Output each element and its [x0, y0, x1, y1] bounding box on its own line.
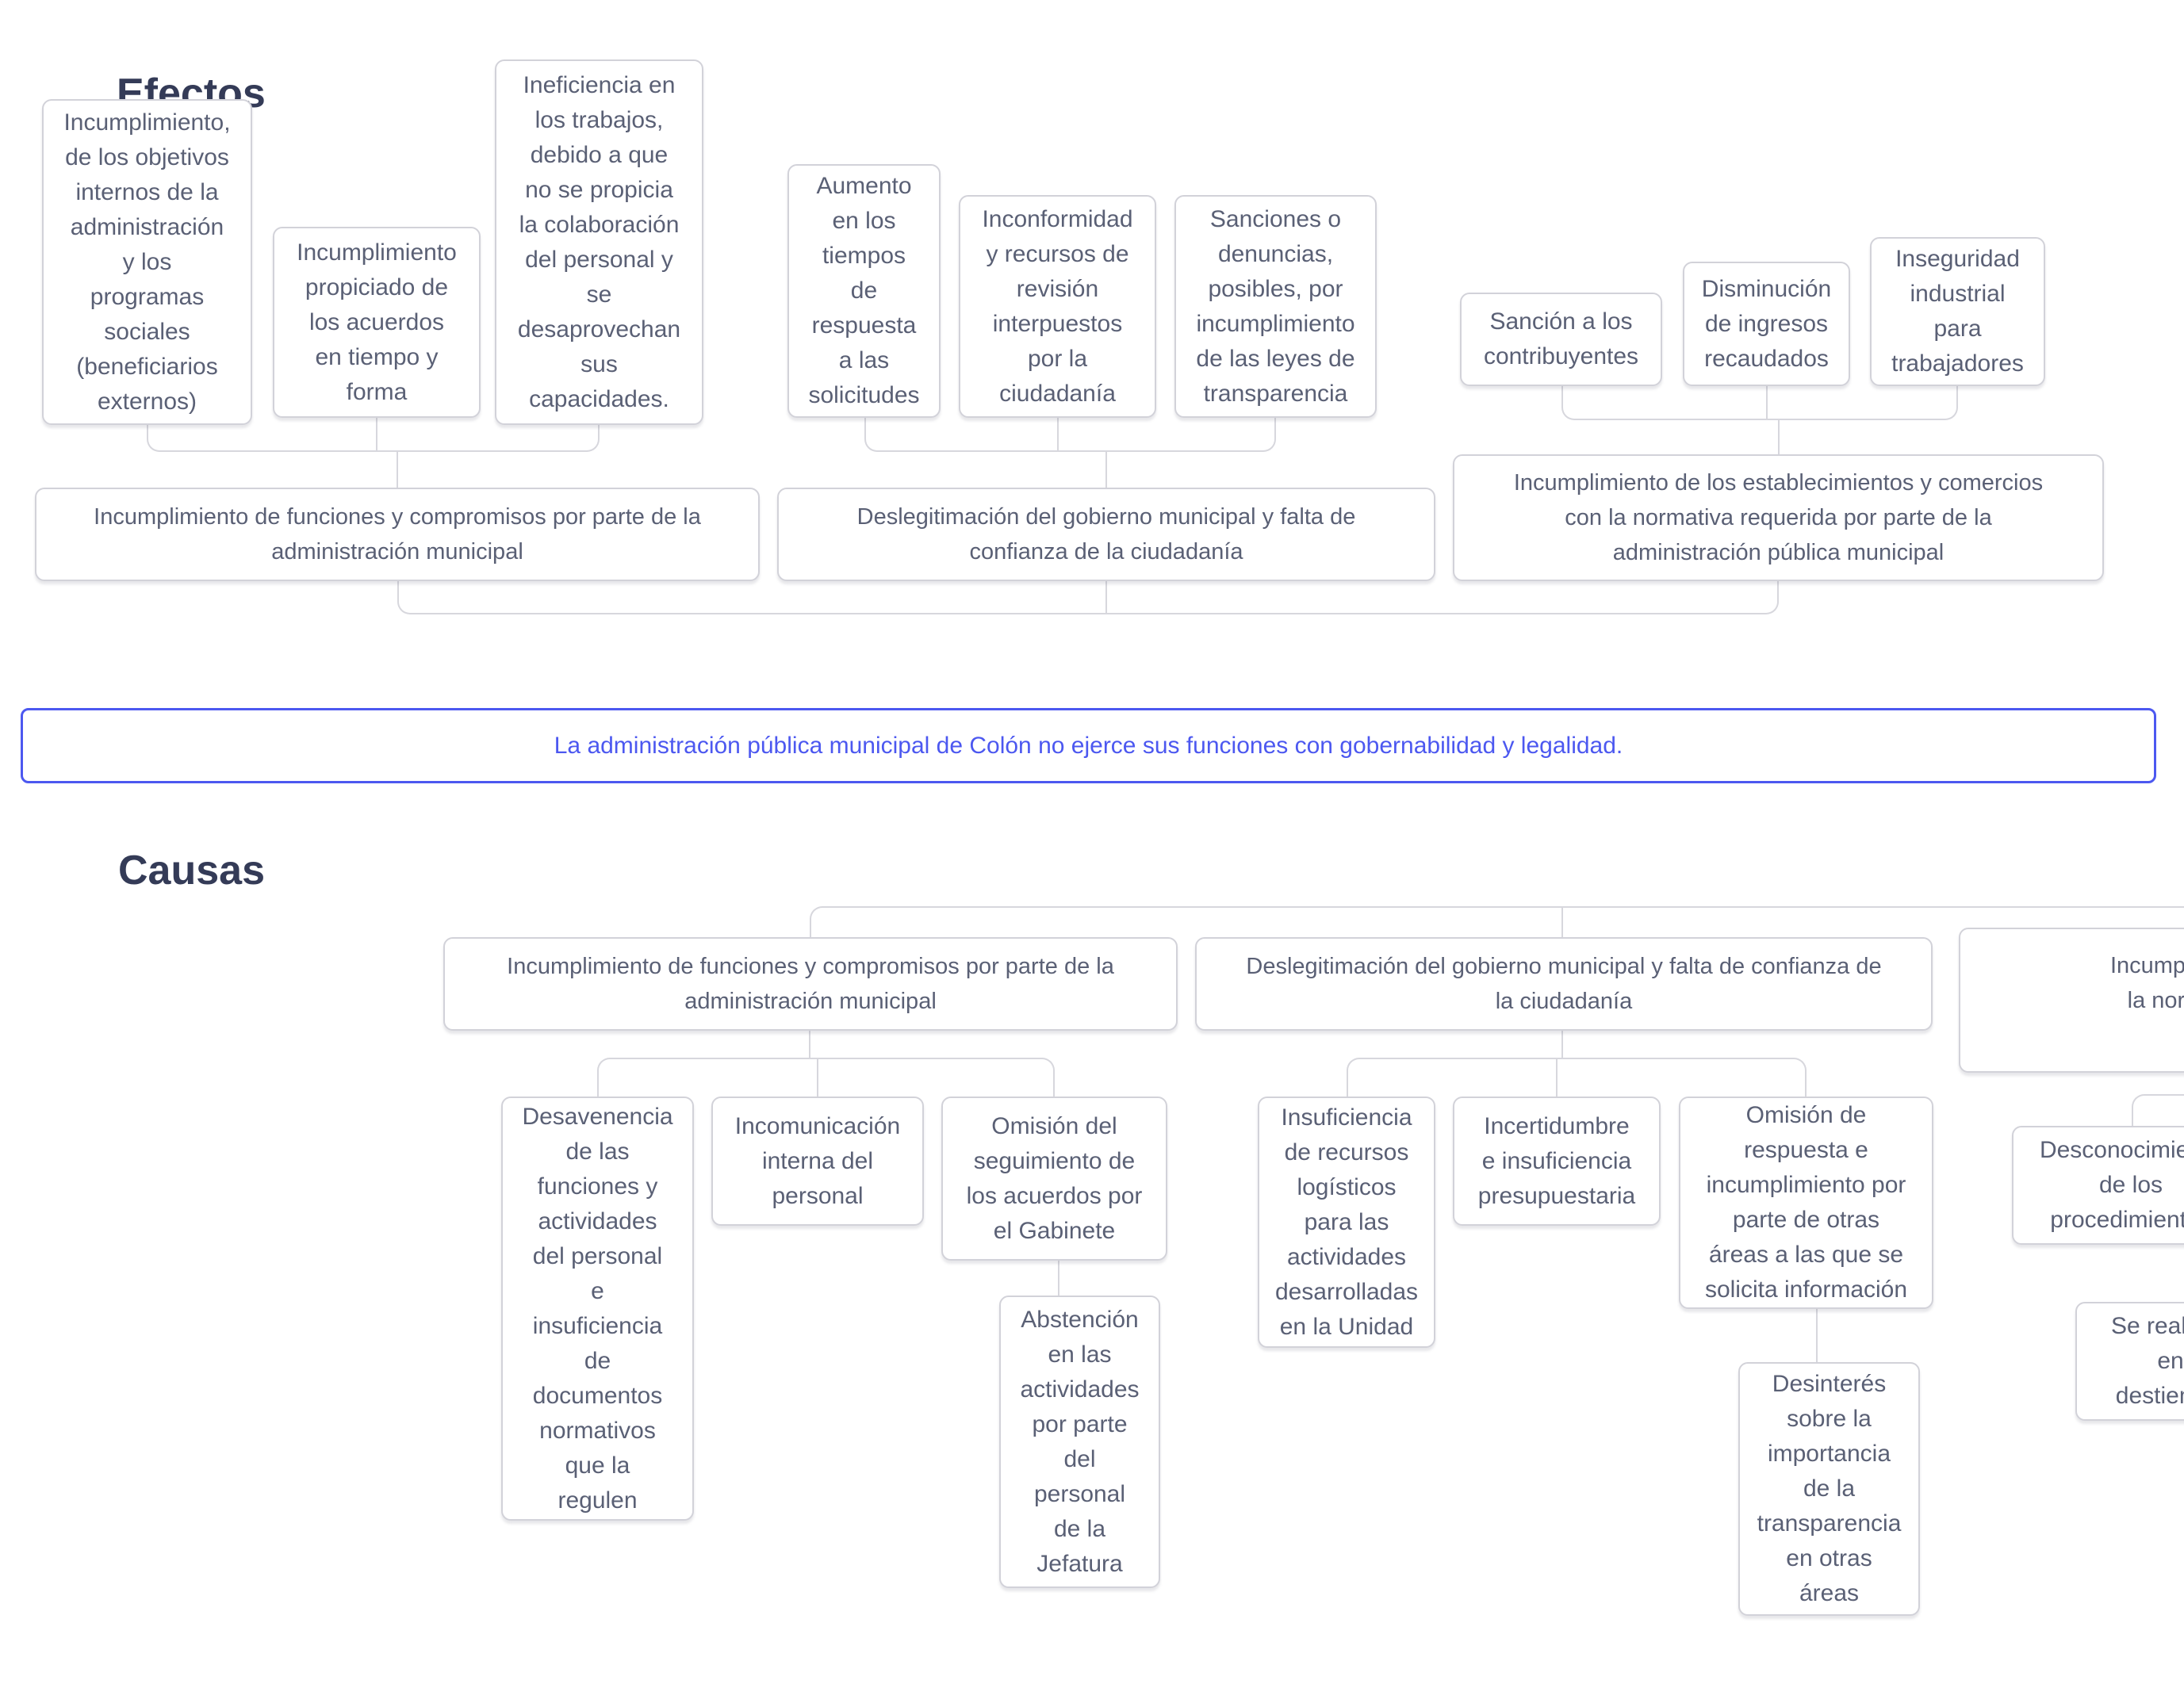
- connector-c1c-child: [1058, 1261, 1059, 1296]
- connector-effects-mid-row-stub: [1105, 581, 1107, 614]
- effect-node-ineficiencia-trabajos: Ineficiencia en los trabajos, debido a q…: [495, 59, 703, 425]
- effect-node-incumplimiento-objetivos: Incumplimiento, de los objetivos interno…: [42, 99, 252, 425]
- connector-effects-mid-row: [397, 581, 1779, 614]
- connector-effects-group1-mid-stub: [376, 418, 377, 450]
- cause-node-desinteres-transparencia: Desinterés sobre la importancia de la tr…: [1738, 1362, 1920, 1616]
- connector-causes-top: [810, 906, 2184, 937]
- connector-causes-group1-mid-stub: [817, 1058, 818, 1097]
- effect-node-sancion-contribuyentes: Sanción a los contribuyentes: [1460, 293, 1662, 386]
- connector-causes-top-mid-stub: [1561, 906, 1563, 937]
- effect-node-incumplimiento-comercios: Incumplimiento de los establecimientos y…: [1453, 454, 2104, 581]
- connector-effects-group3: [1561, 386, 1958, 420]
- connector-causes-group2-mid-stub: [1556, 1058, 1558, 1097]
- effect-node-incumplimiento-acuerdos: Incumplimiento propiciado de los acuerdo…: [273, 227, 481, 418]
- cause-node-omision-respuesta: Omisión de respuesta e incumplimiento po…: [1679, 1097, 1933, 1309]
- cause-node-desavenencia-funciones: Desavenencia de las funciones y activida…: [501, 1097, 694, 1521]
- connector-c2c-child: [1816, 1309, 1818, 1362]
- connector-causes-group2-parent-stub: [1561, 1031, 1563, 1059]
- causes-heading: Causas: [118, 848, 265, 894]
- cause-node-realizan-destiempo: Se realizan en destiempo: [2075, 1302, 2184, 1421]
- cause-node-incumplimiento-funciones: Incumplimiento de funciones y compromiso…: [443, 937, 1178, 1031]
- connector-effects-group2-mid-stub: [1057, 418, 1059, 452]
- effect-node-deslegitimacion-gobierno: Deslegitimación del gobierno municipal y…: [777, 488, 1435, 581]
- cause-node-incertidumbre-presupuestaria: Incertidumbre e insuficiencia presupuest…: [1453, 1097, 1661, 1226]
- connector-causes-group1-parent-stub: [809, 1031, 810, 1059]
- connector-effects-group2-parent-stub: [1105, 450, 1107, 488]
- connector-causes-group3: [2132, 1094, 2184, 1135]
- cause-node-insuficiencia-recursos: Insuficiencia de recursos logísticos par…: [1258, 1097, 1435, 1348]
- connector-effects-group1-parent-stub: [397, 450, 398, 488]
- connector-effects-group3-mid-stub: [1766, 386, 1768, 420]
- connector-effects-group1: [147, 423, 600, 452]
- effect-node-inconformidad-recursos: Inconformidad y recursos de revisión int…: [959, 195, 1156, 418]
- connector-effects-group3-parent-stub: [1778, 419, 1780, 454]
- cause-node-abstencion-actividades: Abstención en las actividades por parte …: [999, 1296, 1160, 1588]
- effect-node-disminucion-ingresos: Disminución de ingresos recaudados: [1683, 262, 1850, 386]
- effect-node-incumplimiento-funciones: Incumplimiento de funciones y compromiso…: [35, 488, 760, 581]
- connector-causes-group2: [1347, 1058, 1807, 1097]
- cause-node-omision-seguimiento: Omisión del seguimiento de los acuerdos …: [941, 1097, 1167, 1261]
- cause-node-desconocimiento-procedimientos: Desconocimiento de los procedimientos: [2012, 1126, 2184, 1245]
- effect-node-sanciones-denuncias: Sanciones o denuncias, posibles, por inc…: [1174, 195, 1377, 418]
- cause-node-deslegitimacion-gobierno: Deslegitimación del gobierno municipal y…: [1195, 937, 1933, 1031]
- effect-node-inseguridad-industrial: Inseguridad industrial para trabajadores: [1870, 237, 2045, 386]
- cause-node-incumplimiento-comercios: Incumplimiento de los establecimientos y…: [1959, 928, 2184, 1073]
- central-problem-statement: La administración pública municipal de C…: [21, 708, 2156, 783]
- connector-effects-group2: [864, 418, 1276, 452]
- connector-causes-group1: [597, 1058, 1055, 1097]
- cause-node-incomunicacion-interna: Incomunicación interna del personal: [711, 1097, 924, 1226]
- effect-node-aumento-tiempos: Aumento en los tiempos de respuesta a la…: [787, 164, 941, 418]
